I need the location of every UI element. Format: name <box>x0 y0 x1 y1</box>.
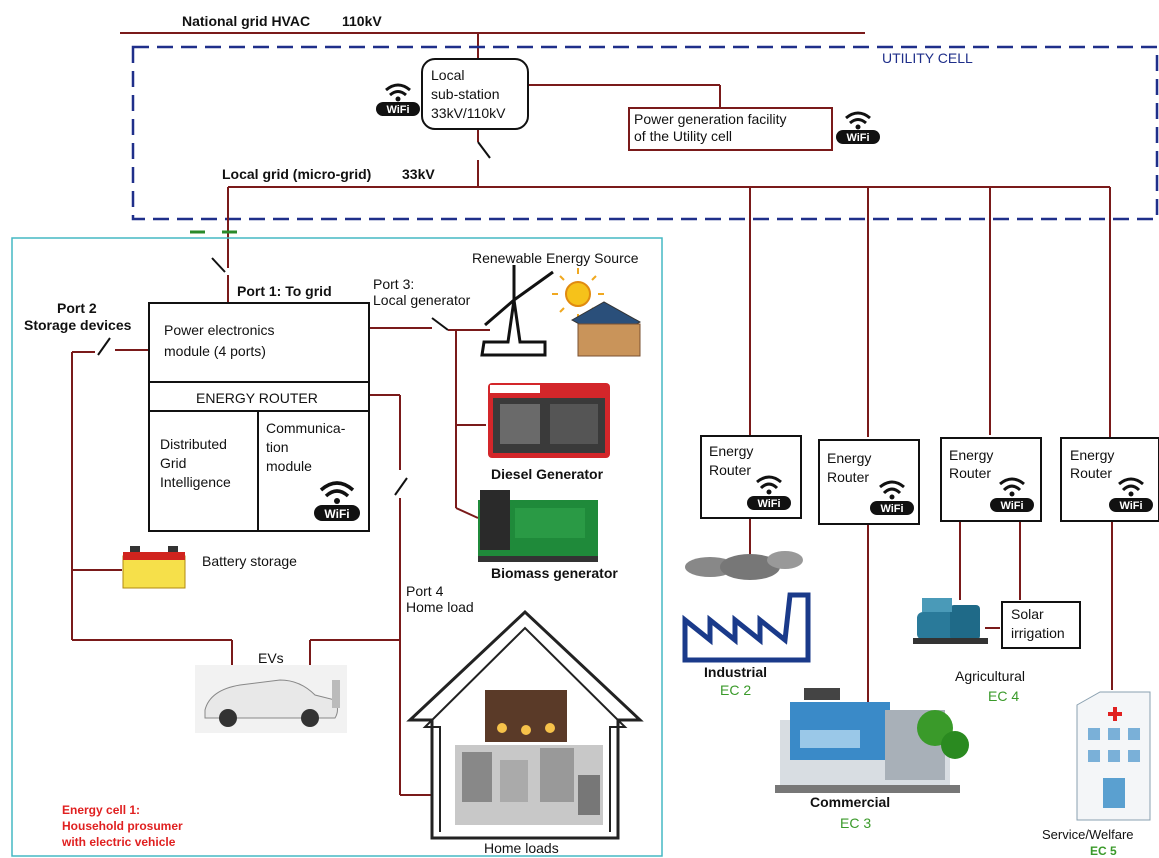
commercial-label: Commercial <box>810 794 891 810</box>
router-ec4-line-1: Energy <box>949 447 994 463</box>
substation-switch <box>477 141 491 159</box>
renewable-label: Renewable Energy Source <box>472 250 639 266</box>
svg-text:WiFi: WiFi <box>757 498 780 510</box>
router-ec2-line-1: Energy <box>709 443 754 459</box>
diesel-generator-icon <box>488 383 610 458</box>
port-2-label: Port 2 <box>57 300 97 316</box>
port-2-sublabel: Storage devices <box>24 317 132 333</box>
biomass-generator-icon <box>478 490 598 562</box>
solar-house-icon <box>570 301 642 357</box>
facility-line-2: of the Utility cell <box>634 128 733 144</box>
solar-irrigation-line-2: irrigation <box>1011 625 1065 641</box>
communication-line-3: module <box>266 458 312 474</box>
port-3-label: Port 3: <box>373 276 415 292</box>
substation-line-2: sub-station <box>431 86 500 102</box>
distributed-line-2: Grid <box>160 455 187 471</box>
facility-line-1: Power generation facility <box>634 111 787 127</box>
national-grid-label: National grid HVAC <box>182 13 311 29</box>
wifi-icon: WiFi <box>834 108 882 151</box>
ec3-label: EC 3 <box>840 815 872 831</box>
energy-router-module: Power electronics module (4 ports) ENERG… <box>148 302 370 532</box>
cell-title-line-2: Household prosumer <box>62 819 183 833</box>
port-4-sublabel: Home load <box>406 599 474 615</box>
distributed-line-3: Intelligence <box>160 474 231 490</box>
wifi-icon: WiFi <box>745 472 793 517</box>
svg-text:WiFi: WiFi <box>324 507 349 521</box>
energy-router-ec2: Energy Router <box>700 435 802 519</box>
commercial-office-icon <box>775 688 969 793</box>
substation-line-3: 33kV/110kV <box>431 105 506 121</box>
communication-line-1: Communica- <box>266 420 346 436</box>
hospital-icon <box>1076 691 1151 821</box>
ev-car-icon <box>195 665 347 733</box>
national-grid-voltage: 110kV <box>342 13 382 29</box>
substation-box: Local sub-station 33kV/110kV <box>421 58 529 130</box>
port-4-label: Port 4 <box>406 583 444 599</box>
router-ec2-line-2: Router <box>709 462 752 478</box>
router-ec5-line-1: Energy <box>1070 447 1115 463</box>
power-facility-box: Power generation facility of the Utility… <box>628 107 833 151</box>
battery-label: Battery storage <box>202 553 297 569</box>
power-module-line-1: Power electronics <box>164 322 275 338</box>
local-grid-voltage: 33kV <box>402 166 435 182</box>
cell-title-line-1: Energy cell 1: <box>62 803 141 817</box>
svg-text:WiFi: WiFi <box>1119 500 1142 512</box>
battery-icon <box>122 546 186 589</box>
ec2-label: EC 2 <box>720 682 752 698</box>
energy-cell-1-boundary <box>11 237 663 857</box>
energy-router-title: ENERGY ROUTER <box>196 390 318 406</box>
cell-title-line-3: with electric vehicle <box>62 835 176 849</box>
industrial-factory-icon <box>682 551 811 663</box>
svg-text:WiFi: WiFi <box>1000 500 1023 512</box>
communication-line-2: tion <box>266 439 289 455</box>
port-3-sublabel: Local generator <box>373 292 471 308</box>
evs-label: EVs <box>258 650 284 666</box>
wind-turbine-icon <box>480 265 554 357</box>
wifi-icon: WiFi <box>313 476 361 529</box>
sun-icon <box>552 268 604 320</box>
home-icon <box>406 609 644 840</box>
distributed-line-1: Distributed <box>160 436 227 452</box>
local-grid-label: Local grid (micro-grid) <box>222 166 372 182</box>
svg-text:WiFi: WiFi <box>386 104 409 116</box>
wifi-icon: WiFi <box>868 477 916 522</box>
router-ec3-line-1: Energy <box>827 450 872 466</box>
wifi-icon: WiFi <box>374 80 422 123</box>
ec5-label: EC 5 <box>1090 844 1117 858</box>
port-1-label: Port 1: To grid <box>237 283 332 299</box>
solar-irrigation-box: Solar irrigation <box>1001 601 1081 649</box>
router-ec3-line-2: Router <box>827 469 870 485</box>
diesel-label: Diesel Generator <box>491 466 604 482</box>
svg-text:WiFi: WiFi <box>846 132 869 144</box>
substation-line-1: Local <box>431 67 465 83</box>
power-module-line-2: module (4 ports) <box>164 343 266 359</box>
agricultural-label: Agricultural <box>955 668 1026 684</box>
router-ec5-line-2: Router <box>1070 465 1113 481</box>
wifi-icon: WiFi <box>988 474 1036 519</box>
service-label: Service/Welfare <box>1042 827 1134 842</box>
utility-cell-boundary <box>131 45 1159 221</box>
biomass-label: Biomass generator <box>491 565 618 581</box>
solar-irrigation-line-1: Solar <box>1011 606 1044 622</box>
router-ec4-line-2: Router <box>949 465 992 481</box>
utility-cell-label: UTILITY CELL <box>882 50 973 66</box>
svg-text:WiFi: WiFi <box>880 503 903 515</box>
ec4-label: EC 4 <box>988 688 1020 704</box>
industrial-label: Industrial <box>704 664 768 680</box>
irrigation-pump-icon <box>913 598 988 644</box>
wifi-icon: WiFi <box>1107 474 1155 519</box>
home-loads-label: Home loads <box>484 840 559 856</box>
